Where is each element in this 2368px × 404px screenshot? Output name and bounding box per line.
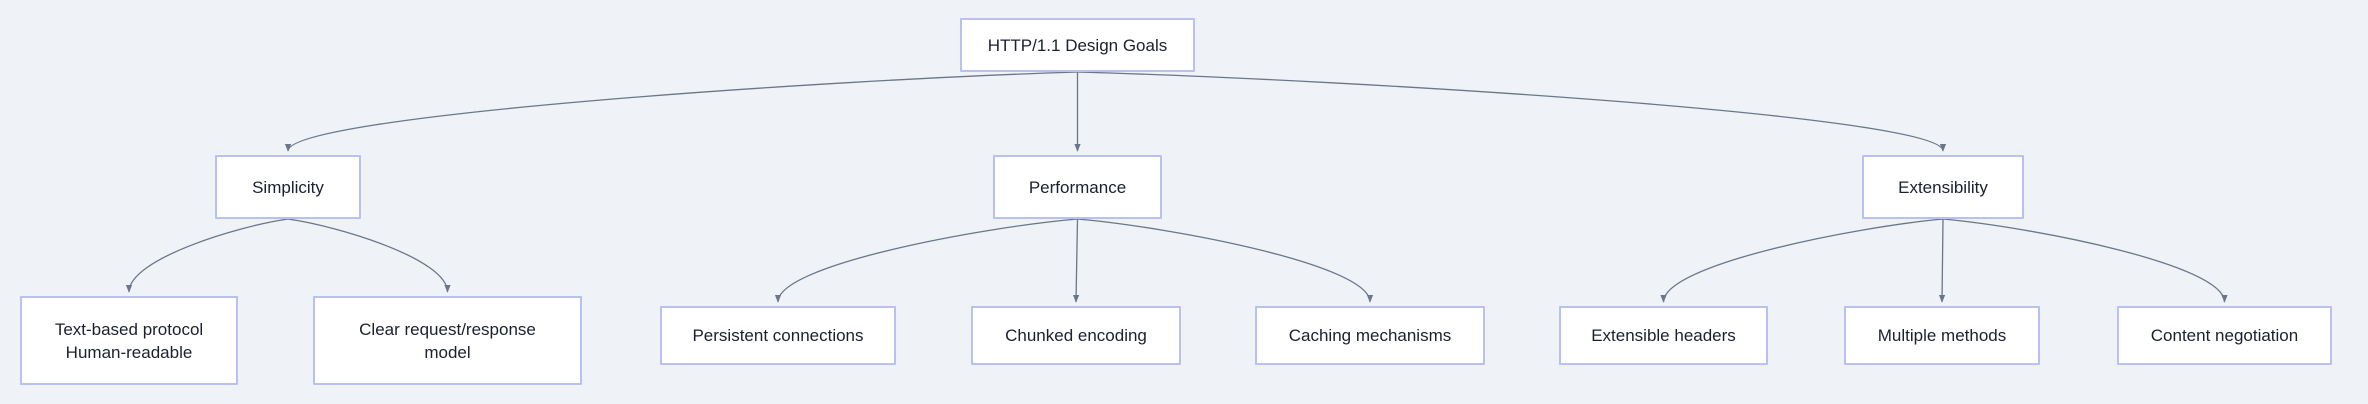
node-textbased[interactable]: Text-based protocol Human-readable (20, 296, 238, 385)
node-contentneg[interactable]: Content negotiation (2117, 306, 2332, 365)
node-label: Text-based protocol Human-readable (54, 319, 204, 362)
node-caching[interactable]: Caching mechanisms (1255, 306, 1485, 365)
edge-performance-to-chunked (1073, 218, 1080, 303)
node-performance[interactable]: Performance (993, 155, 1162, 219)
node-label: Caching mechanisms (1288, 326, 1452, 345)
node-label: Content negotiation (2150, 326, 2299, 345)
node-label: Clear request/response model (359, 319, 536, 362)
node-label: Simplicity (252, 177, 324, 197)
node-simplicity[interactable]: Simplicity (215, 155, 361, 219)
node-extensibility[interactable]: Extensibility (1862, 155, 2024, 219)
edge-extensibility-to-multmethods (1938, 218, 1946, 303)
node-label: Extensible headers (1591, 326, 1736, 345)
edge-simplicity-to-textbased (125, 218, 289, 293)
node-multmethods[interactable]: Multiple methods (1844, 306, 2040, 365)
node-label: Performance (1028, 177, 1127, 197)
edge-extensibility-to-extheaders (1660, 218, 1944, 303)
node-persistent[interactable]: Persistent connections (660, 306, 896, 365)
node-clearmodel[interactable]: Clear request/response model (313, 296, 582, 385)
node-chunked[interactable]: Chunked encoding (971, 306, 1181, 365)
edge-extensibility-to-contentneg (1942, 218, 2228, 303)
node-label: Extensibility (1898, 177, 1988, 197)
edge-performance-to-caching (1077, 218, 1374, 303)
edge-root-to-extensibility (1077, 71, 1947, 152)
edge-root-to-simplicity (284, 71, 1078, 152)
node-extheaders[interactable]: Extensible headers (1559, 306, 1768, 365)
node-label: HTTP/1.1 Design Goals (987, 35, 1168, 55)
edge-performance-to-persistent (774, 218, 1078, 303)
node-label: Chunked encoding (1005, 326, 1147, 345)
node-label: Multiple methods (1877, 326, 2007, 345)
node-root[interactable]: HTTP/1.1 Design Goals (960, 18, 1195, 72)
edge-simplicity-to-clearmodel (287, 218, 451, 293)
node-label: Persistent connections (692, 326, 864, 345)
